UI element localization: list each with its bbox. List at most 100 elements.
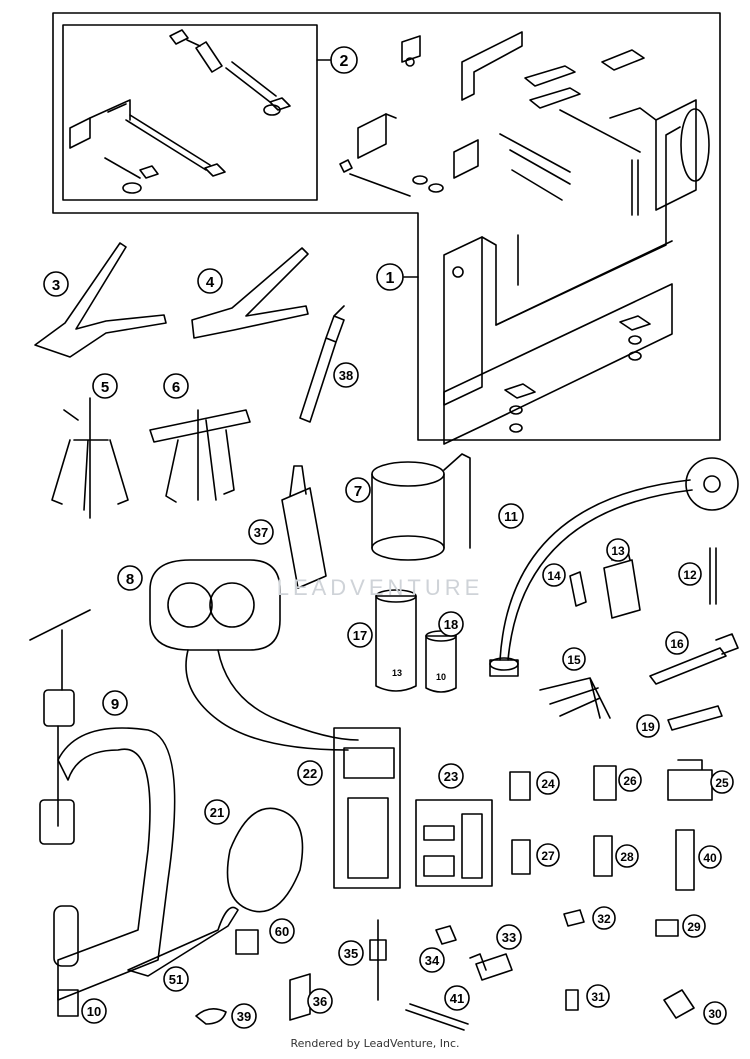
callout-39: 38	[333, 362, 359, 388]
box-23	[415, 799, 493, 887]
svg-text:40: 40	[703, 851, 717, 865]
callout-26: 26	[618, 768, 642, 792]
svg-text:6: 6	[172, 379, 180, 396]
feeler-gauge	[667, 705, 723, 731]
bolt-33	[469, 953, 513, 981]
callout-40: 41	[444, 985, 470, 1011]
socket-labels: 13 10	[392, 668, 446, 682]
clip-36	[289, 973, 311, 1021]
dial-gauge-stand	[489, 457, 739, 677]
svg-text:7: 7	[354, 483, 362, 500]
callout-15: 15	[562, 647, 586, 671]
svg-text:15: 15	[567, 653, 581, 667]
svg-text:22: 22	[303, 766, 317, 781]
sleeve-10	[57, 989, 79, 1017]
svg-text:12: 12	[683, 568, 697, 582]
svg-text:29: 29	[687, 920, 701, 934]
bushing-25	[667, 759, 713, 801]
svg-text:8: 8	[126, 571, 134, 588]
sleeve-26	[593, 765, 617, 801]
sleeve-28	[593, 835, 613, 877]
callout-30: 30	[703, 1001, 727, 1025]
bushing-set-23	[423, 813, 483, 879]
engine-stand-parts	[339, 31, 710, 445]
tool-30	[663, 989, 695, 1019]
callout-38: 37	[248, 519, 274, 545]
leader-lines	[316, 59, 419, 278]
svg-text:34: 34	[425, 953, 440, 968]
callout-35: 35	[338, 940, 364, 966]
circlip-pliers	[34, 242, 167, 358]
bracket-kit-parts	[69, 29, 291, 194]
callout-1: 1	[376, 263, 404, 291]
callout-17: 17	[347, 622, 373, 648]
callout-7: 7	[345, 477, 371, 503]
svg-text:28: 28	[620, 850, 634, 864]
three-arm-puller	[51, 397, 129, 519]
callout-4: 4	[197, 268, 223, 294]
svg-text:2: 2	[340, 53, 349, 70]
svg-text:38: 38	[339, 368, 353, 383]
valve-spring-compressor	[29, 609, 176, 1001]
callout-31: 31	[586, 984, 610, 1008]
socket-13-label: 13	[392, 668, 402, 678]
puller-35	[369, 919, 387, 1001]
callout-8: 8	[117, 565, 143, 591]
svg-text:60: 60	[275, 924, 289, 939]
svg-text:10: 10	[87, 1004, 101, 1019]
svg-text:13: 13	[611, 544, 625, 558]
callout-29: 29	[682, 914, 706, 938]
cap-60	[235, 929, 259, 955]
engine-stand-group-box	[52, 12, 721, 441]
tool-32	[563, 909, 585, 927]
svg-text:31: 31	[591, 990, 605, 1004]
callout-24: 24	[536, 771, 560, 795]
callout-5: 5	[92, 373, 118, 399]
svg-text:26: 26	[623, 774, 637, 788]
pin-tool-12	[709, 547, 717, 605]
svg-text:41: 41	[450, 991, 464, 1006]
spring-34	[435, 925, 457, 945]
svg-text:25: 25	[715, 776, 729, 790]
callout-11: 11	[498, 503, 524, 529]
callout-19: 19	[636, 714, 660, 738]
svg-text:23: 23	[444, 769, 458, 784]
svg-text:9: 9	[111, 696, 119, 713]
callout-2: 2	[330, 46, 358, 74]
callout-27: 27	[536, 843, 560, 867]
callout-12: 12	[678, 562, 702, 586]
callout-10: 10	[81, 998, 107, 1024]
svg-text:33: 33	[502, 930, 516, 945]
callout-33: 33	[496, 924, 522, 950]
spring-40	[405, 1003, 469, 1031]
svg-text:32: 32	[597, 912, 611, 926]
footer-credit: Rendered by LeadVenture, Inc.	[290, 1037, 460, 1050]
callout-32: 32	[592, 906, 616, 930]
callout-51: 51	[163, 966, 189, 992]
svg-text:36: 36	[313, 994, 327, 1009]
callout-28: 28	[615, 844, 639, 868]
svg-text:24: 24	[541, 777, 555, 791]
hex-key-set	[539, 677, 611, 719]
socket-10-label: 10	[436, 672, 446, 682]
callout-41: 40	[698, 845, 722, 869]
svg-text:16: 16	[670, 637, 684, 651]
callout-9: 9	[102, 690, 128, 716]
callout-25: 25	[710, 770, 734, 794]
svg-text:19: 19	[641, 720, 655, 734]
svg-text:35: 35	[344, 946, 358, 961]
svg-text:21: 21	[210, 805, 224, 820]
callout-60: 60	[269, 918, 295, 944]
callout-37: 39	[231, 1003, 257, 1029]
wrench-51	[127, 906, 239, 977]
socket-set	[375, 589, 457, 693]
small-tool-14	[569, 571, 587, 607]
callout-3: 3	[43, 271, 69, 297]
sealant-tube	[281, 465, 327, 589]
plug-29	[655, 919, 679, 937]
sleeve-24	[509, 771, 531, 801]
callout-36: 36	[307, 988, 333, 1014]
callout-23: 23	[438, 763, 464, 789]
